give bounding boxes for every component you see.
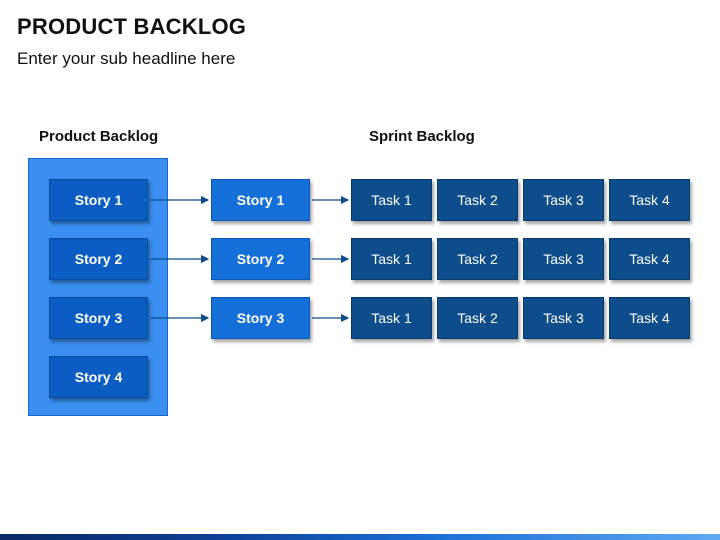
- row-1-task-4: Task 4: [609, 179, 690, 221]
- product-backlog-story-2: Story 2: [49, 238, 148, 280]
- product-backlog-story-4: Story 4: [49, 356, 148, 398]
- footer-accent-bar: [0, 534, 720, 540]
- sprint-story-3: Story 3: [211, 297, 310, 339]
- product-backlog-story-1: Story 1: [49, 179, 148, 221]
- row-2-task-2: Task 2: [437, 238, 518, 280]
- row-1-task-1: Task 1: [351, 179, 432, 221]
- row-3-task-1: Task 1: [351, 297, 432, 339]
- page-title: PRODUCT BACKLOG: [17, 14, 247, 39]
- sprint-backlog-label: Sprint Backlog: [369, 128, 475, 145]
- row-2-task-4: Task 4: [609, 238, 690, 280]
- row-1-task-3: Task 3: [523, 179, 604, 221]
- page-subtitle: Enter your sub headline here: [17, 49, 236, 68]
- row-1-task-2: Task 2: [437, 179, 518, 221]
- sprint-story-2: Story 2: [211, 238, 310, 280]
- row-3-task-3: Task 3: [523, 297, 604, 339]
- product-backlog-label: Product Backlog: [39, 128, 159, 145]
- row-2-task-3: Task 3: [523, 238, 604, 280]
- row-3-task-4: Task 4: [609, 297, 690, 339]
- row-2-task-1: Task 1: [351, 238, 432, 280]
- product-backlog-story-3: Story 3: [49, 297, 148, 339]
- sprint-story-1: Story 1: [211, 179, 310, 221]
- row-3-task-2: Task 2: [437, 297, 518, 339]
